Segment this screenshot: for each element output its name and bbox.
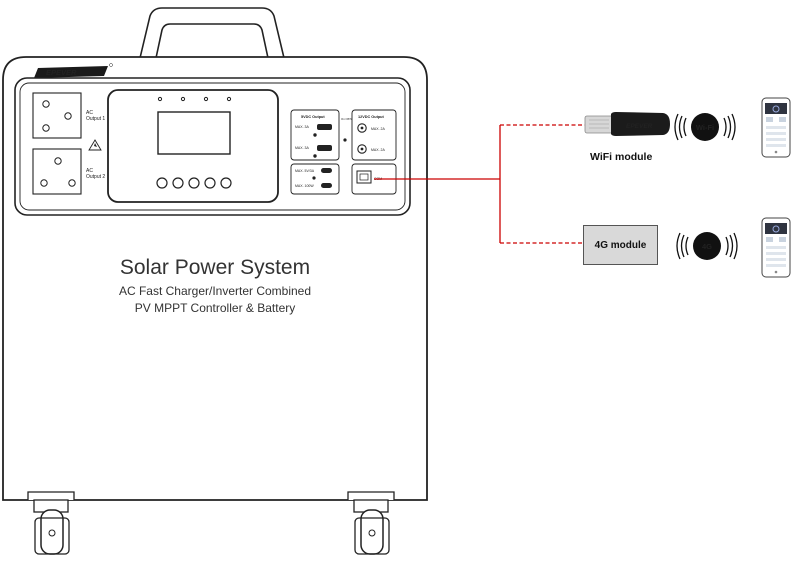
usb-max-1: MAX. 3A [295,125,309,129]
dc12-max-2: MAX. 2A [371,148,385,152]
ac-output-1-label-a: AC [86,110,93,116]
panel-button-3 [188,177,200,189]
g4-signal-icon: 4G [676,232,738,260]
display-module [107,89,279,203]
dc12-output-block: 12VDC Output MAX. 2A MAX. 2A [351,109,397,161]
warning-icon [88,139,102,151]
g4-module-label: 4G module [594,239,647,251]
usb-port-1 [317,124,332,130]
typec-port-1 [321,168,332,173]
typec-max-1: MAX. 5V/3A [295,169,315,173]
wheel-left [27,491,75,555]
wifi-module-label: WiFi module [590,151,653,163]
usb-port-2 [317,145,332,151]
panel-button-4 [204,177,216,189]
ac-output-2-label-a: AC [86,168,93,174]
lcd-screen [157,111,231,155]
product-subtitle-1: AC Fast Charger/Inverter Combined [118,284,312,298]
dc12-title: 12VDC Output [358,115,384,119]
panel-button-5 [220,177,232,189]
wifi-stick-brand: EPEVER [626,123,653,130]
brand-text: EPEVER [46,68,77,77]
connection-lines [374,124,585,244]
wifi-module-stick: EPEVER [584,112,670,136]
typec-port-2 [321,183,332,188]
wifi-signal-icon: Wi-Fi [674,113,736,141]
smartphone-icon-2 [761,217,791,278]
g4-signal-text: 4G [702,242,712,251]
smartphone-icon-1 [761,97,791,158]
typec-max-2: MAX. 100W [295,184,314,188]
panel-button-2 [172,177,184,189]
ac-output-1-socket [32,92,82,139]
product-title: Solar Power System [119,256,311,279]
ac-output-2-socket [32,148,82,195]
g4-module-box: 4G module [583,225,658,265]
usb-output-block: 5VDC Output MAX. 3A MAX. 3A [290,109,340,161]
panel-button-1 [156,177,168,189]
unit-handle [138,7,286,59]
wifi-signal-text: Wi-Fi [696,123,714,132]
product-subtitle-2: PV MPPT Controller & Battery [134,301,296,315]
typec-output-block: MAX. 5V/3A MAX. 100W [290,163,340,195]
ac-output-2-label-b: Output 2 [86,174,105,180]
wheel-right [347,491,395,555]
brand-logo: EPEVER [34,63,113,78]
usb-max-2: MAX. 3A [295,146,309,150]
usb-switch-label: On Off/Switch [341,117,359,121]
dc12-max-1: MAX. 2A [371,127,385,131]
usb-title: 5VDC Output [301,115,325,119]
ac-output-1-label-b: Output 1 [86,116,105,122]
